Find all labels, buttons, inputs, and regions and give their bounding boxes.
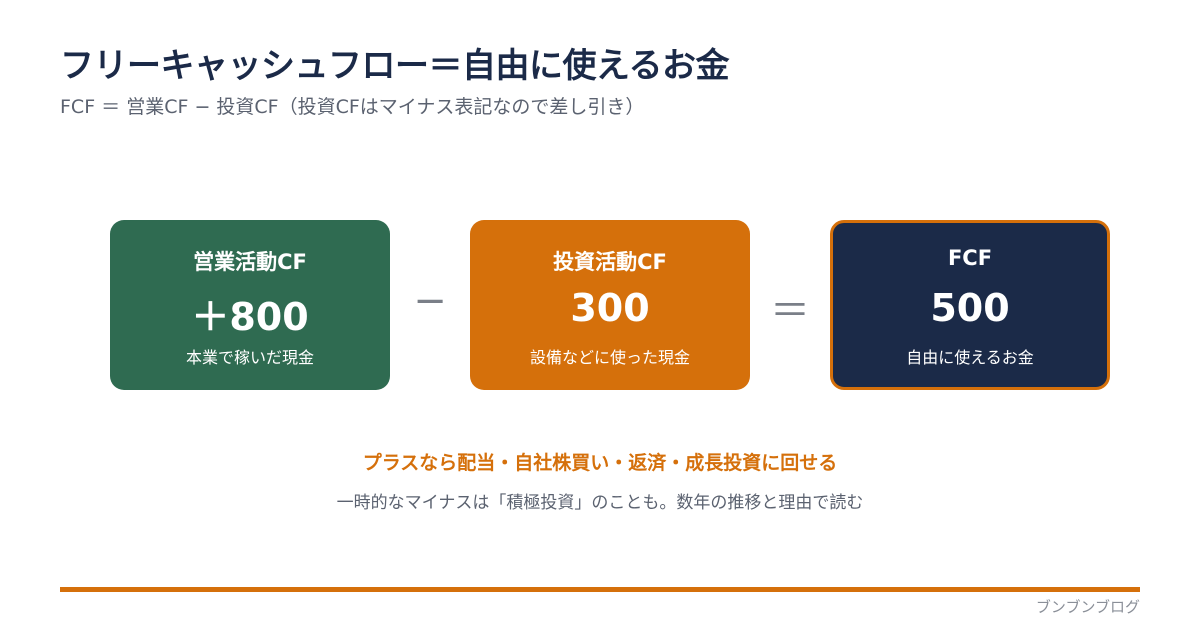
operating-cf-card: 営業活動CF ＋800 本業で稼いだ現金 (110, 220, 390, 390)
page-title: フリーキャッシュフロー＝自由に使えるお金 (60, 46, 729, 86)
fcf-note: 自由に使えるお金 (906, 348, 1034, 367)
operating-cf-label: 営業活動CF (193, 250, 307, 274)
formula-subtitle: FCF ＝ 営業CF − 投資CF（投資CFはマイナス表記なので差し引き） (60, 96, 645, 118)
fcf-value: 500 (930, 286, 1010, 330)
minus-operator: − (413, 278, 447, 324)
equals-operator: ＝ (770, 288, 810, 334)
operating-cf-note: 本業で稼いだ現金 (185, 348, 314, 367)
investing-cf-note: 設備などに使った現金 (529, 348, 690, 367)
investing-cf-card: 投資活動CF 300 設備などに使った現金 (470, 220, 750, 390)
investing-cf-value: 300 (570, 286, 650, 330)
highlight-text: プラスなら配当・自社株買い・返済・成長投資に回せる (362, 452, 838, 474)
brand-name: ブンブンブログ (1035, 598, 1140, 616)
operating-cf-value: ＋800 (191, 295, 309, 339)
fcf-label: FCF (947, 246, 993, 270)
caption-text: 一時的なマイナスは「積極投資」のことも。数年の推移と理由で読む (336, 493, 864, 513)
footer-divider (60, 587, 1140, 592)
fcf-card: FCF 500 自由に使えるお金 (830, 220, 1110, 390)
investing-cf-label: 投資活動CF (553, 250, 667, 274)
